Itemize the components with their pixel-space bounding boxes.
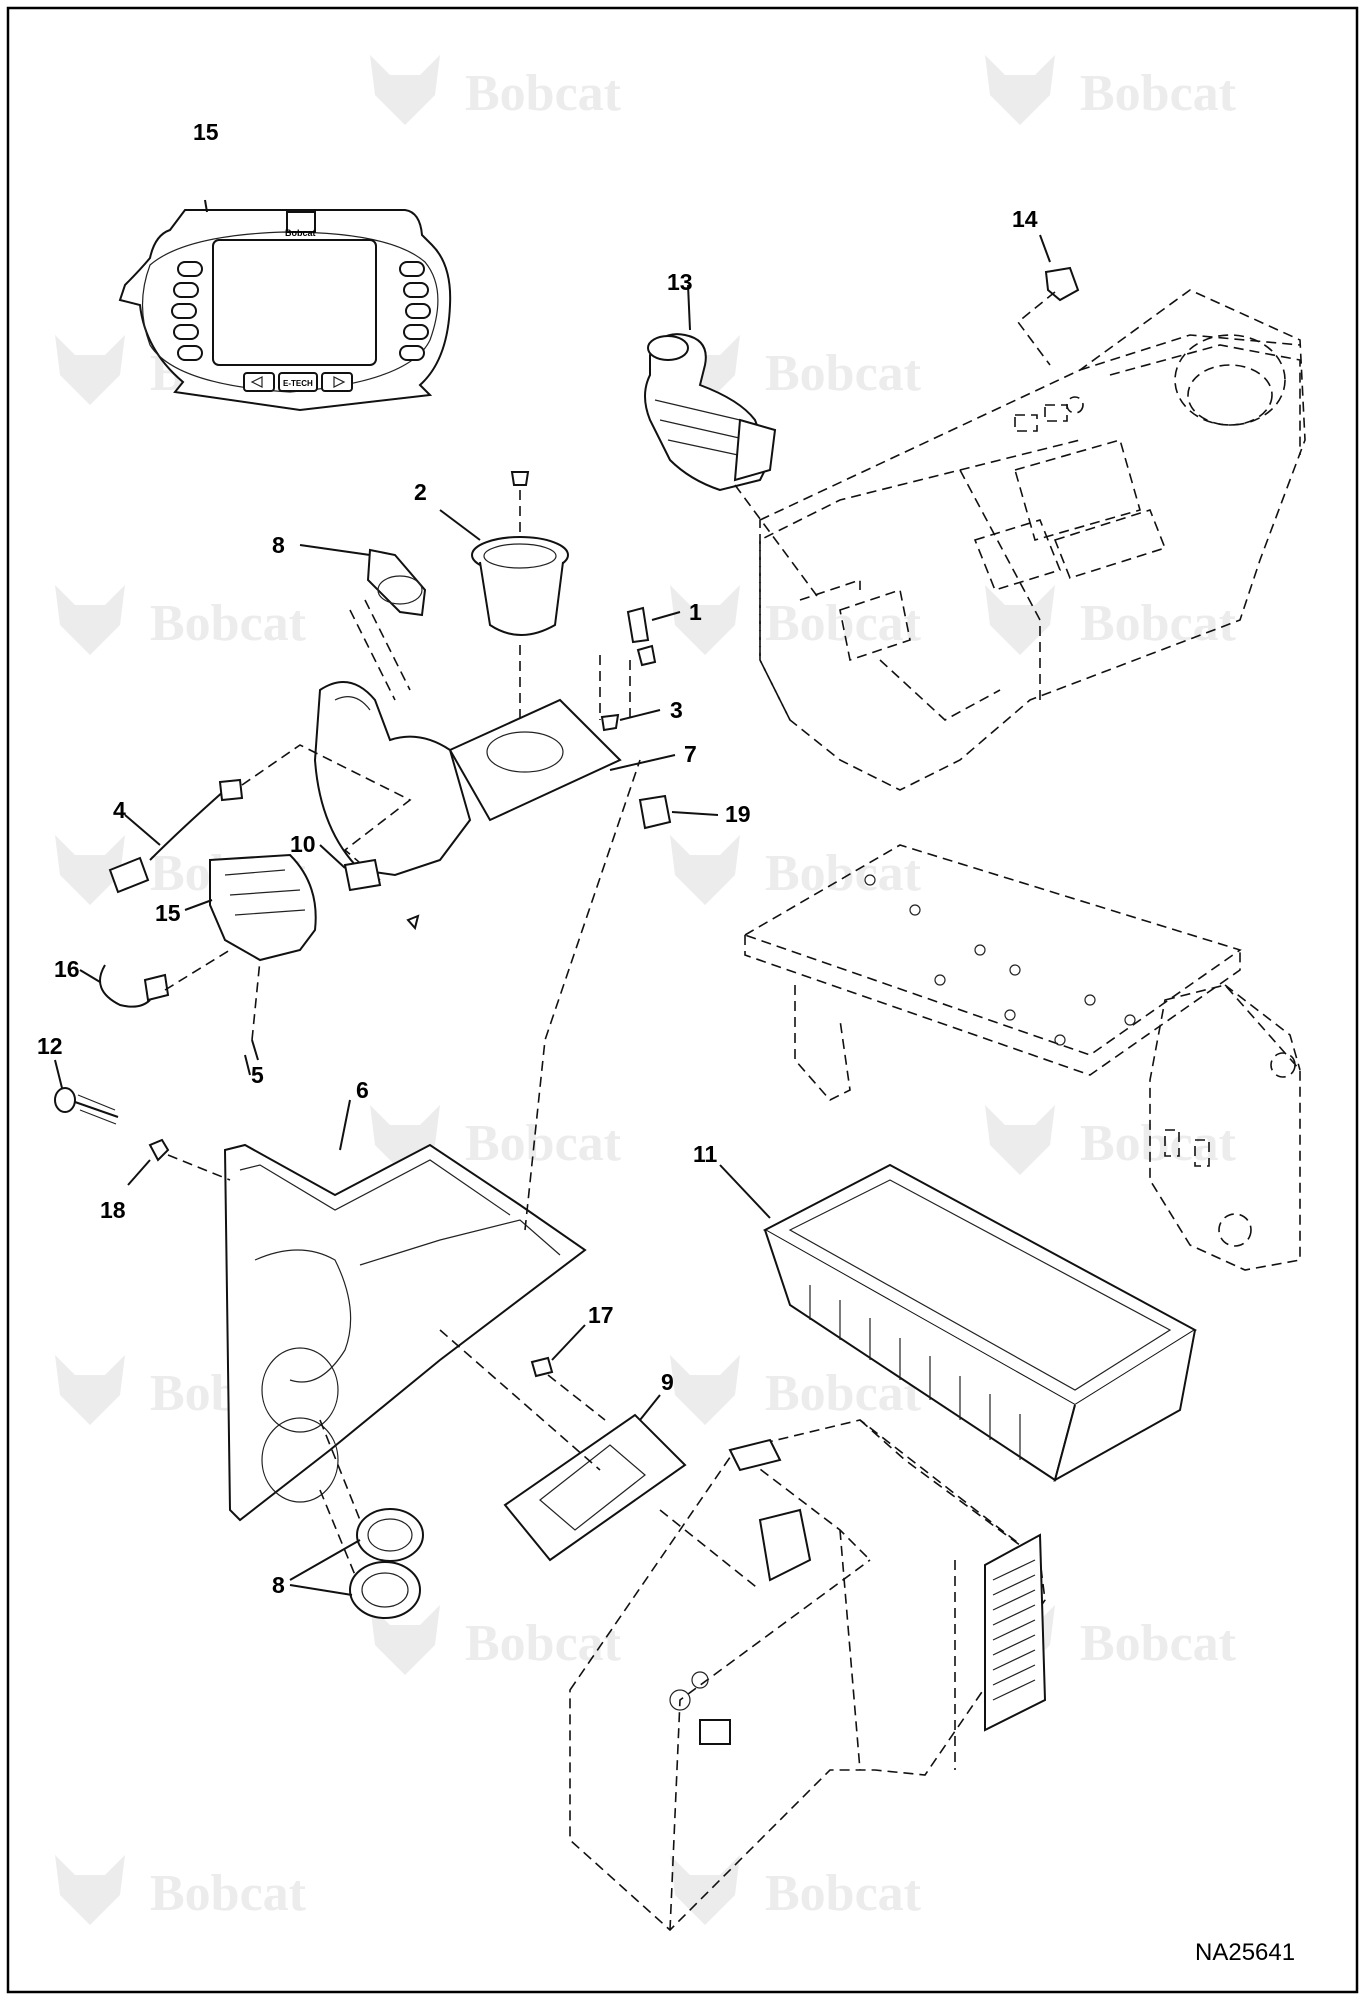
upper-console — [759, 289, 1306, 791]
watermark-text: Bobcat — [765, 1865, 922, 1922]
callout-15-bracket: 15 — [155, 900, 181, 926]
plugs-8-lower — [289, 1419, 424, 1619]
watermark-logo: Bobcat — [985, 585, 1237, 655]
callout-5-screw: 5 — [251, 1062, 264, 1088]
callout-9-cover: 9 — [661, 1369, 674, 1395]
watermark-text: Bobcat — [1080, 595, 1237, 652]
screw-3 — [600, 709, 661, 732]
mount-plate-7 — [448, 655, 676, 822]
watermark-logo-icon — [985, 55, 1055, 125]
display-panel: Bobcat E-TECH — [118, 199, 452, 412]
watermark-logo-icon — [985, 585, 1055, 655]
callout-4-harness: 4 — [113, 797, 126, 823]
callout-2-cupholder: 2 — [414, 479, 427, 505]
callout-10-connector: 10 — [290, 831, 316, 857]
watermark-logo-icon — [55, 1355, 125, 1425]
watermark-text: Bobcat — [765, 345, 922, 402]
right-keypad — [399, 261, 431, 361]
watermark-logo-icon — [55, 1855, 125, 1925]
callout-18-nut: 18 — [100, 1197, 126, 1223]
left-keypad — [171, 261, 203, 361]
callout-6-panel: 6 — [356, 1077, 369, 1103]
watermark-logo-icon — [55, 585, 125, 655]
watermark-logo-icon — [670, 1855, 740, 1925]
callout-3-screw: 3 — [670, 697, 683, 723]
cupholder-2 — [439, 471, 569, 745]
watermark-logo-icon — [670, 585, 740, 655]
watermark-logo: Bobcat — [670, 1855, 922, 1925]
watermark-text: Bobcat — [1080, 1615, 1237, 1672]
watermark-logo: Bobcat — [985, 55, 1237, 125]
watermark-logo: Bobcat — [985, 1105, 1237, 1175]
callout-16-cable: 16 — [54, 956, 80, 982]
watermark-text: Bobcat — [1080, 65, 1237, 122]
nut-18 — [127, 1138, 231, 1186]
callout-17-screw: 17 — [588, 1302, 614, 1328]
watermark-logo: Bobcat — [670, 585, 922, 655]
watermark-logo: Bobcat — [370, 1105, 622, 1175]
plug-8-top — [299, 544, 427, 701]
watermark-text: Bobcat — [465, 1615, 622, 1672]
watermark-text: Bobcat — [150, 595, 307, 652]
screw-17 — [530, 1324, 606, 1421]
watermark-text: Bobcat — [150, 1865, 307, 1922]
callout-11-tray: 11 — [693, 1141, 718, 1167]
display-brand: Bobcat — [285, 228, 316, 238]
latch-14 — [1016, 234, 1080, 366]
callout-8-top-plug: 8 — [272, 532, 285, 558]
cover-plate-9 — [439, 1329, 761, 1591]
seat-plate — [743, 844, 1301, 1271]
center-panel-6 — [223, 759, 641, 1522]
bolt-12 — [54, 1059, 119, 1125]
bezel — [313, 681, 472, 877]
connector-10 — [319, 844, 382, 892]
watermark-text: Bobcat — [465, 1115, 622, 1172]
watermark-logo: Bobcat — [55, 585, 307, 655]
clip-1 — [626, 606, 681, 667]
watermark-logo: Bobcat — [55, 1855, 307, 1925]
watermark-text: Bobcat — [465, 65, 622, 122]
callout-19-switch: 19 — [725, 801, 751, 827]
drawing-border — [6, 6, 1359, 1994]
watermark-text: Bobcat — [1080, 1115, 1237, 1172]
watermark-logo-icon — [670, 1355, 740, 1425]
watermark-logo-icon — [670, 835, 740, 905]
watermark-logo-icon — [370, 1605, 440, 1675]
callout-15-display: 15 — [193, 119, 219, 145]
callout-1-clip: 1 — [689, 599, 702, 625]
callout-12-bolt: 12 — [37, 1033, 63, 1059]
drawing-id: NA25641 — [1195, 1939, 1295, 1966]
joystick-13 — [644, 284, 821, 601]
switch-19 — [638, 794, 719, 830]
storage-tray-11 — [719, 1163, 1197, 1483]
callout-labels: 15 14 13 2 8 1 3 7 19 4 10 15 16 5 12 6 … — [37, 119, 1038, 1598]
watermark-logo: Bobcat — [370, 55, 622, 125]
display-center-key: E-TECH — [283, 379, 313, 388]
harness-4 — [108, 744, 412, 894]
callout-13-joystick: 13 — [667, 269, 693, 295]
watermark-text: Bobcat — [765, 845, 922, 902]
lower-console — [569, 1419, 1047, 1932]
watermark-logo-icon — [55, 835, 125, 905]
callout-7-plate: 7 — [684, 741, 697, 767]
cable-16 — [79, 949, 231, 1008]
screw-5 — [244, 914, 420, 1076]
watermark-logo-icon — [985, 1105, 1055, 1175]
watermark-logo-icon — [370, 55, 440, 125]
watermark-logo: Bobcat — [370, 1605, 622, 1675]
watermark-logo: Bobcat — [670, 835, 922, 905]
callout-14-latch: 14 — [1012, 206, 1038, 232]
callout-8-bottom-plugs: 8 — [272, 1572, 285, 1598]
watermark-logo-icon — [55, 335, 125, 405]
